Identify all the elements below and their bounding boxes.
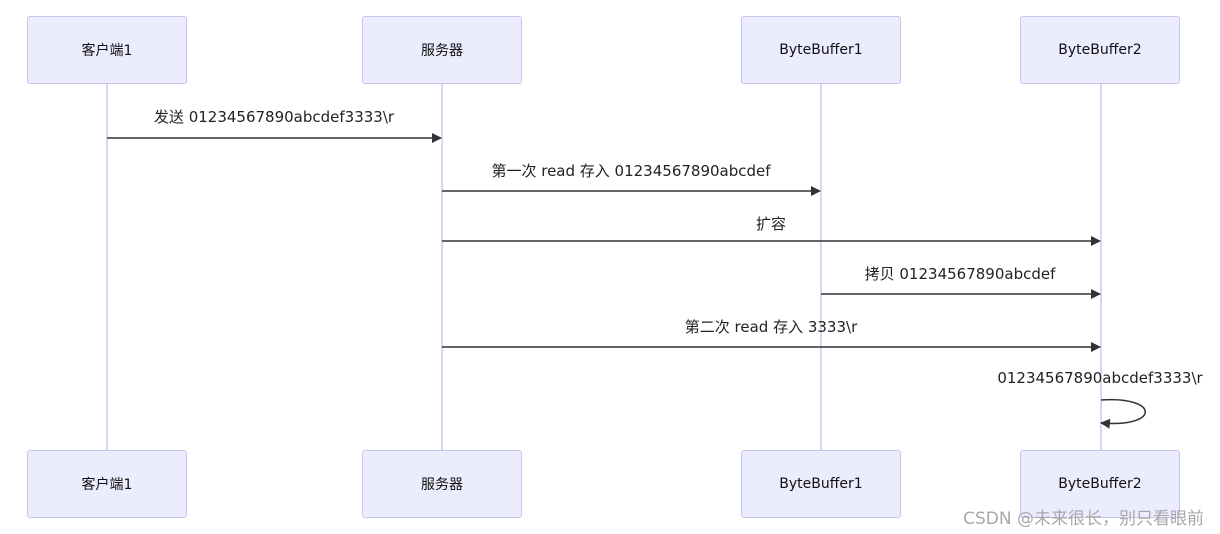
participant-buffer2-label: ByteBuffer2	[1058, 476, 1142, 492]
lifeline-buffer2	[1100, 84, 1102, 450]
lifeline-buffer1	[820, 84, 822, 450]
participant-server-top: 服务器	[362, 16, 522, 84]
message-label-5: 第二次 read 存入 3333\r	[684, 318, 858, 336]
participant-server-bottom: 服务器	[362, 450, 522, 518]
participant-buffer1-bottom: ByteBuffer1	[741, 450, 901, 518]
participant-buffer2-label: ByteBuffer2	[1058, 42, 1142, 58]
participant-buffer2-top: ByteBuffer2	[1020, 16, 1180, 84]
participant-buffer1-label: ByteBuffer1	[779, 42, 863, 58]
participant-buffer1-label: ByteBuffer1	[779, 476, 863, 492]
message-label-2: 第一次 read 存入 01234567890abcdef	[491, 162, 771, 180]
participant-server-label: 服务器	[421, 43, 463, 59]
lifeline-server	[441, 84, 443, 450]
participant-client-bottom: 客户端1	[27, 450, 187, 518]
message-arrow-6-self	[1100, 398, 1146, 429]
csdn-watermark: CSDN @未来很长，别只看眼前	[963, 509, 1204, 529]
participant-client-label: 客户端1	[81, 43, 133, 59]
participant-server-label: 服务器	[421, 477, 463, 493]
message-label-6: 01234567890abcdef3333\r	[997, 369, 1203, 387]
message-label-3: 扩容	[755, 215, 787, 233]
participant-client-top: 客户端1	[27, 16, 187, 84]
message-label-4: 拷贝 01234567890abcdef	[864, 265, 1056, 283]
lifeline-client	[106, 84, 108, 450]
message-label-1: 发送 01234567890abcdef3333\r	[153, 108, 395, 126]
participant-buffer2-bottom: ByteBuffer2	[1020, 450, 1180, 518]
participant-client-label: 客户端1	[81, 477, 133, 493]
participant-buffer1-top: ByteBuffer1	[741, 16, 901, 84]
